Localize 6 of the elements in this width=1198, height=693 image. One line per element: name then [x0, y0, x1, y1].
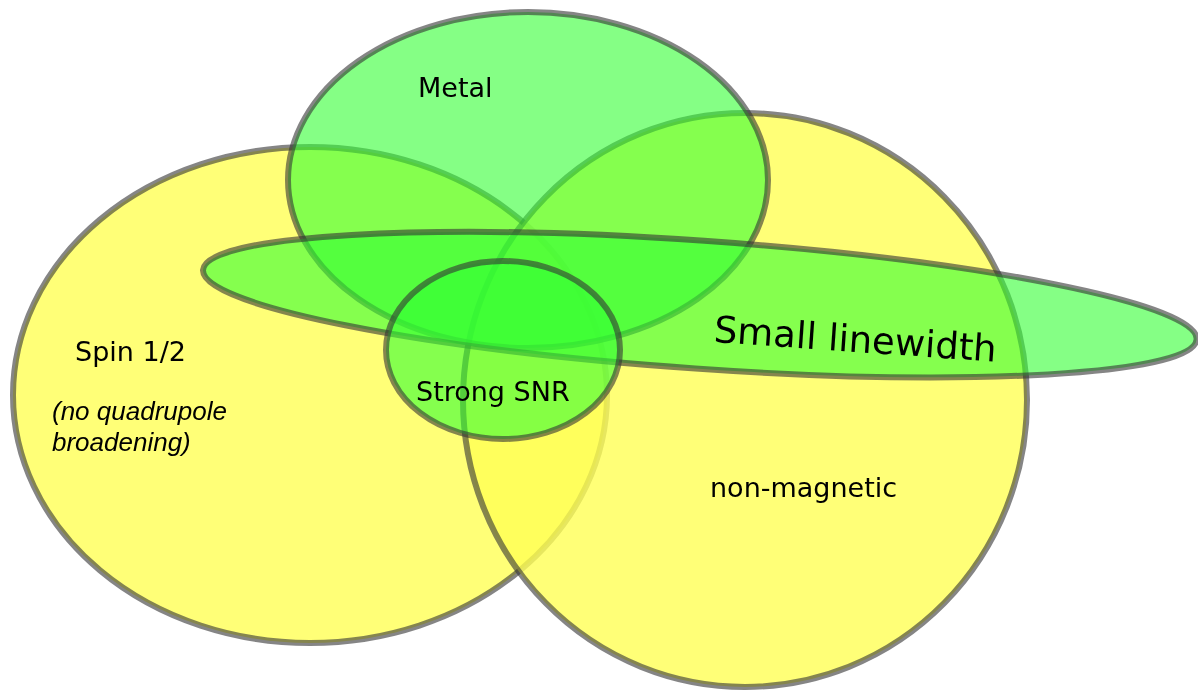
set-label: Spin 1/2 — [75, 336, 186, 369]
set-note: (no quadrupole broadening) — [52, 396, 228, 459]
set-label: Strong SNR — [416, 376, 570, 409]
set-label: Small linewidth — [712, 308, 999, 373]
set-label: non-magnetic — [710, 472, 898, 505]
set-label: Metal — [418, 72, 493, 105]
